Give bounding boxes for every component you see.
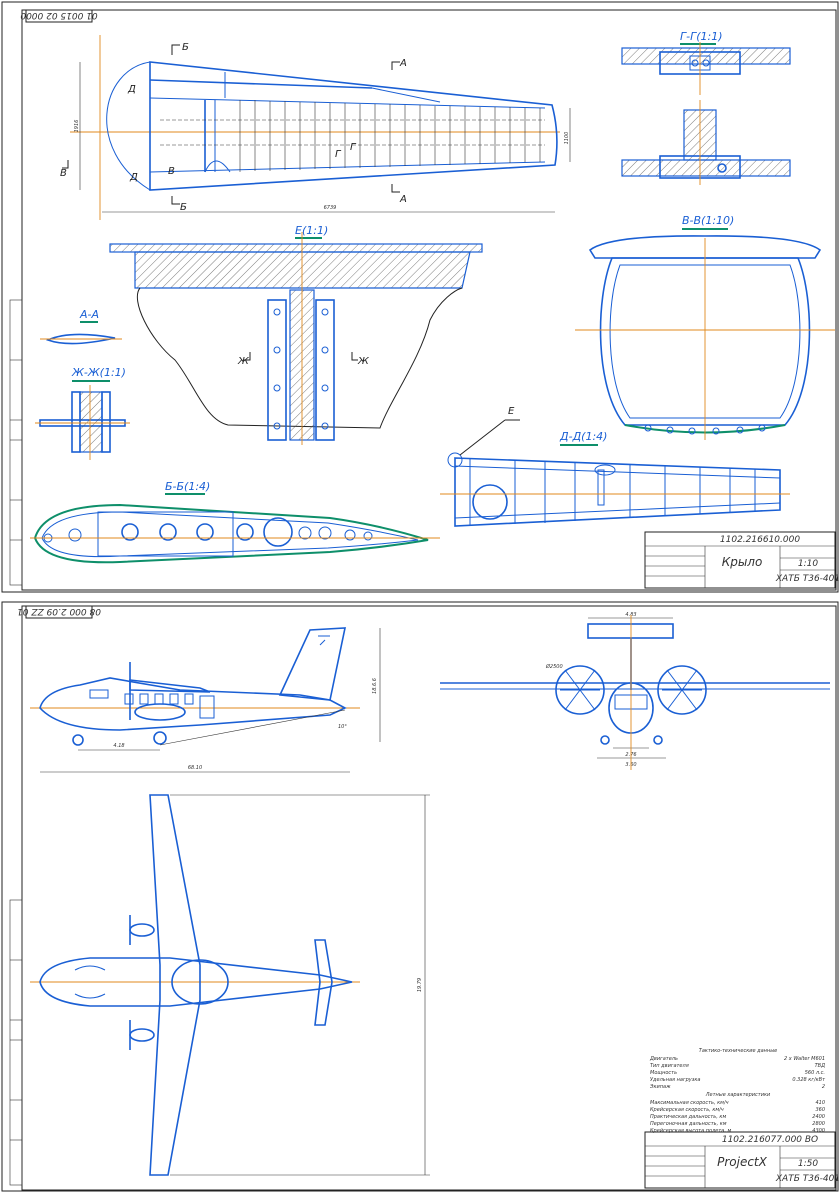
aircraft-front-view: 2.76 3.60 4.83 Ø2500: [440, 612, 830, 770]
sheet-2-outer-frame: [1, 601, 839, 1192]
flight-label-0: Максимальная скорость, км/ч: [650, 1100, 729, 1106]
spec-label-1: Тип двигателя: [650, 1063, 689, 1069]
spec-value-0: 2 х Walter M601: [784, 1056, 825, 1062]
section-v-v: В-В(1:10): [575, 214, 835, 440]
wing-planform-view: 6739 1916 1100 Б Б А А В Д Д В Г Г: [60, 35, 571, 220]
marker-v: В: [60, 168, 67, 179]
spec-value-1: ТВД: [815, 1063, 825, 1069]
label-v-v: В-В(1:10): [682, 214, 734, 227]
wing-ribs: [239, 100, 541, 172]
sheet-2-stamp-code: 08 000 2.09 ZZ 01: [17, 606, 101, 616]
aircraft-top-view: 19.79: [30, 794, 430, 1176]
flight-value-1: 360: [815, 1107, 825, 1113]
drawing-title-1: Крыло: [722, 555, 763, 569]
flight-label-3: Перегоночная дальность, км: [650, 1121, 727, 1127]
section-a-a: А-А: [40, 308, 122, 345]
flight-value-4: 4300: [812, 1128, 825, 1134]
flight-label-4: Крейсерская высота полета, м: [650, 1128, 732, 1134]
marker-v-2: В: [168, 166, 175, 177]
drawing-scale-2: 1:50: [798, 1159, 818, 1169]
drawing-number-1: 1102.216610.000: [720, 535, 800, 545]
spec-label-4: Экипаж: [649, 1084, 671, 1090]
title-block-2: 1102.216077.000 ВО ProjectX 1:50 ХАТБ Т3…: [644, 1131, 840, 1189]
tail-angle-dim: 10°: [338, 724, 347, 730]
marker-e: Е: [508, 406, 515, 417]
label-a-a: А-А: [79, 308, 99, 321]
marker-d-bottom: Д: [129, 172, 138, 183]
section-zh-zh: Ж-Ж(1:1): [35, 366, 130, 460]
marker-g-2: Г: [335, 149, 342, 160]
drawing-scale-1: 1:10: [798, 559, 818, 569]
drawing-number-2: 1102.216077.000 ВО: [722, 1135, 818, 1145]
sheet-1-stamp-box: [25, 9, 93, 23]
spec-value-4: 2: [822, 1084, 825, 1090]
spec-value-3: 0.328 кг/кВт: [792, 1077, 826, 1083]
label-e-detail: Е(1:1): [295, 224, 328, 237]
sheet-1-inner-frame: [21, 9, 837, 591]
prop-diameter-dim: Ø2500: [545, 663, 563, 670]
root-chord-dim: 1916: [74, 120, 80, 133]
wheelbase-dim: 4.18: [113, 743, 124, 749]
section-b-b: Б-Б(1:4): [30, 480, 440, 564]
flight-label-1: Крейсерская скорость, км/ч: [650, 1107, 724, 1113]
spec-label-3: Удельная нагрузка: [650, 1077, 701, 1083]
marker-d-top: Д: [127, 84, 136, 95]
label-d-d: Д-Д(1:4): [559, 430, 607, 443]
sheet-2-binding-strip: [9, 899, 23, 1186]
sheet-2-stamp-box: [25, 605, 93, 619]
spec-label-0: Двигатель: [649, 1056, 678, 1062]
marker-g-1: Г: [350, 142, 357, 153]
drawing-group-2: ХАТБ Т36-401: [775, 1174, 840, 1184]
marker-b-bottom: Б: [180, 202, 187, 213]
sheet-1-binding-strip: [9, 299, 23, 586]
marker-a-bottom: А: [399, 194, 407, 205]
drawing-group-1: ХАТБ Т36-401: [775, 574, 840, 584]
tip-chord-dim: 1100: [564, 132, 570, 145]
sheet-1: 01 0015 02 0000: [1, 1, 840, 593]
sheet-1-outer-frame: [1, 1, 839, 593]
aircraft-side-view: 68.10 4.18 18.6.6 10°: [30, 627, 381, 773]
flight-value-2: 2400: [812, 1114, 825, 1120]
marker-zh-right: Ж: [357, 356, 370, 367]
flight-title: Летные характеристики: [705, 1092, 771, 1098]
marker-zh-left: Ж: [237, 356, 250, 367]
sheet-2-inner-frame: [21, 605, 837, 1191]
flight-value-0: 410: [815, 1100, 825, 1106]
span-dim: 6739: [324, 205, 337, 211]
detail-e: Е(1:1) Ж Ж: [109, 224, 483, 445]
height-dim: 18.6.6: [372, 678, 378, 694]
label-g-g: Г-Г(1:1): [680, 30, 723, 43]
spec-label-2: Мощность: [650, 1070, 677, 1076]
label-b-b: Б-Б(1:4): [165, 480, 210, 493]
spec-value-2: 560 л.с.: [805, 1070, 825, 1076]
wing-span-dim: 19.79: [417, 978, 423, 992]
flight-label-2: Практическая дальность, км: [650, 1114, 726, 1120]
length-dim: 68.10: [188, 765, 202, 771]
title-block-1: 1102.216610.000 Крыло 1:10 ХАТБ Т36-401: [644, 531, 840, 589]
marker-a-top: А: [399, 58, 407, 69]
specs-title: Тактико-технические данные: [699, 1048, 777, 1054]
section-g-g: Г-Г(1:1): [621, 30, 791, 185]
marker-b-top: Б: [182, 42, 189, 53]
label-zh-zh: Ж-Ж(1:1): [71, 366, 126, 379]
sheet-1-stamp-code: 01 0015 02 0000: [20, 10, 98, 20]
section-d-d: Д-Д(1:4) Е: [440, 406, 790, 527]
specs-notes: Тактико-технические данные Двигатель 2 х…: [649, 1048, 826, 1134]
flight-value-3: 2800: [812, 1121, 825, 1127]
drawing-title-2: ProjectX: [717, 1155, 768, 1169]
sheet-2: 08 000 2.09 ZZ 01 68.10 4.18 18.: [1, 601, 840, 1192]
